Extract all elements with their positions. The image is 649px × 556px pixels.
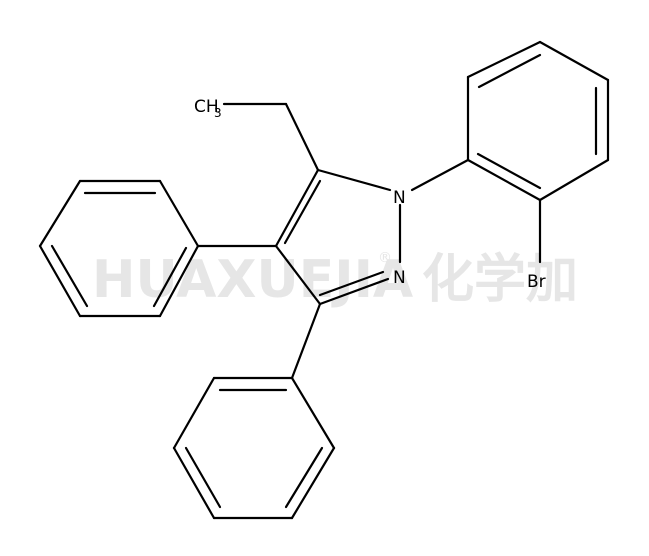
ethyl-group: [222, 102, 320, 172]
br-label: Br: [527, 272, 546, 292]
bond-ph3: [38, 179, 82, 248]
bond-ar6: [466, 158, 542, 202]
bond-ar5: [538, 158, 610, 202]
bond-pb5-double: [284, 446, 324, 509]
bromophenyl-ring: [466, 40, 610, 264]
bond-c4-c5-double: [283, 179, 322, 245]
bond-n1-aryl: [410, 158, 470, 192]
bond-ph1: [158, 179, 200, 248]
watermark: HUAXUEJIA ® 化学加: [92, 250, 578, 310]
bond-n2-c3-double: [318, 270, 385, 297]
n2-label: N: [393, 268, 406, 288]
n1-label: N: [393, 188, 406, 208]
phenyl-ring-left: [38, 179, 200, 318]
bond-ph6: [158, 244, 200, 318]
watermark-cn: 化学加: [422, 250, 578, 310]
bond-ph4: [38, 244, 82, 318]
bond-c3-phenyl: [290, 302, 322, 380]
pyrazole-ring: [274, 168, 402, 306]
watermark-text: HUAXUEJIA: [92, 250, 413, 310]
bond-pb3-double: [184, 446, 222, 509]
bond-pb3: [172, 446, 216, 520]
bond-pb2: [172, 376, 216, 450]
bond-pb5: [290, 446, 336, 520]
bond-ph6-double: [152, 246, 188, 308]
bond-ph4-double: [50, 244, 89, 308]
ch3-label: CH: [194, 97, 219, 117]
bond-n2-c3: [318, 277, 390, 306]
bond-c5-n1: [316, 168, 392, 192]
bond-pb6: [290, 376, 336, 450]
bond-c3-c4: [274, 244, 322, 306]
bond-ar2-double: [477, 53, 542, 89]
bond-c4-c5: [274, 168, 320, 248]
watermark-registered: ®: [378, 250, 392, 266]
bond-ch2-c5: [284, 102, 320, 172]
phenyl-ring-bottom: [172, 376, 336, 520]
bond-ar3: [538, 40, 610, 82]
bond-ar6-double: [476, 152, 542, 190]
ch3-subscript: 3: [214, 106, 222, 120]
bond-ar2: [466, 40, 542, 79]
